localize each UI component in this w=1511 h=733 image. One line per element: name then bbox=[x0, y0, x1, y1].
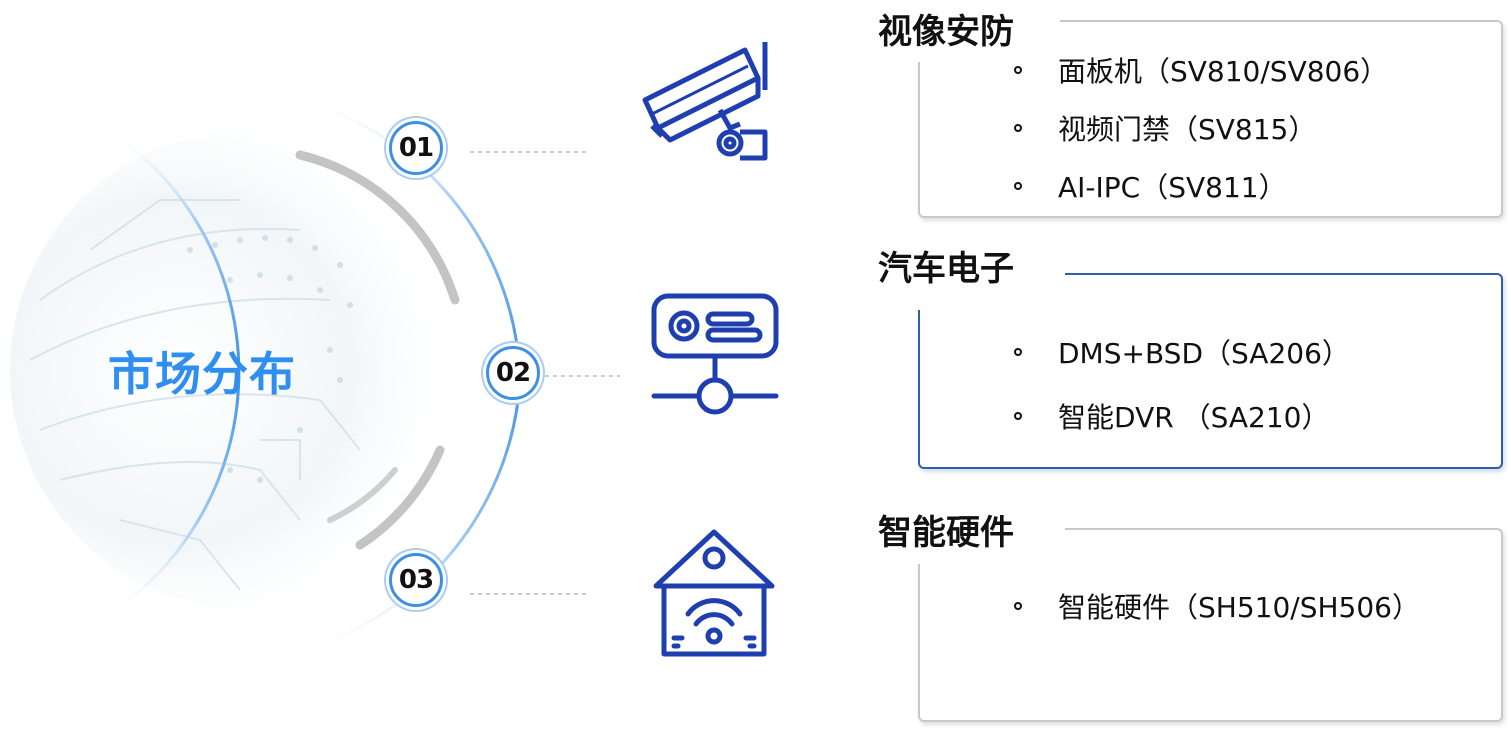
smart-home-wifi-icon bbox=[653, 529, 775, 657]
circuit-lines bbox=[29, 199, 361, 591]
blue-ring bbox=[99, 123, 241, 622]
list-item: 智能DVR （SA210） bbox=[1058, 401, 1330, 434]
bullet bbox=[1014, 602, 1022, 610]
category-title-video-security: 视像安防 bbox=[878, 4, 1024, 53]
badge-02: 02 bbox=[486, 346, 540, 400]
bullet bbox=[1014, 66, 1022, 74]
badge-03: 03 bbox=[389, 553, 443, 607]
globe-graphic bbox=[10, 87, 620, 663]
globe-disc bbox=[10, 130, 490, 610]
circuit-dots bbox=[187, 235, 353, 483]
list-item: 智能硬件（SH510/SH506） bbox=[1058, 591, 1420, 624]
grey-arc-lower bbox=[355, 445, 445, 550]
security-camera-icon bbox=[642, 42, 768, 161]
panel-smart-hardware bbox=[918, 528, 1503, 722]
network-device-icon bbox=[651, 293, 779, 415]
list-item: 面板机（SV810/SV806） bbox=[1058, 55, 1389, 88]
category-title-automotive: 汽车电子 bbox=[878, 241, 1024, 290]
bullet bbox=[1014, 182, 1022, 190]
bullet bbox=[1014, 348, 1022, 356]
bullet bbox=[1014, 412, 1022, 420]
list-item: 视频门禁（SV815） bbox=[1058, 113, 1317, 146]
grey-arc-inner bbox=[327, 467, 398, 523]
grey-arc-upper bbox=[295, 150, 460, 305]
panel-automotive bbox=[918, 273, 1503, 469]
bullet bbox=[1014, 124, 1022, 132]
panel-video-security bbox=[918, 20, 1503, 218]
list-item: AI-IPC（SV811） bbox=[1058, 171, 1287, 204]
category-title-smart-hardware: 智能硬件 bbox=[878, 505, 1024, 554]
badge-01: 01 bbox=[389, 121, 443, 175]
center-title: 市场分布 bbox=[108, 347, 296, 401]
list-item: DMS+BSD（SA206） bbox=[1058, 337, 1350, 370]
